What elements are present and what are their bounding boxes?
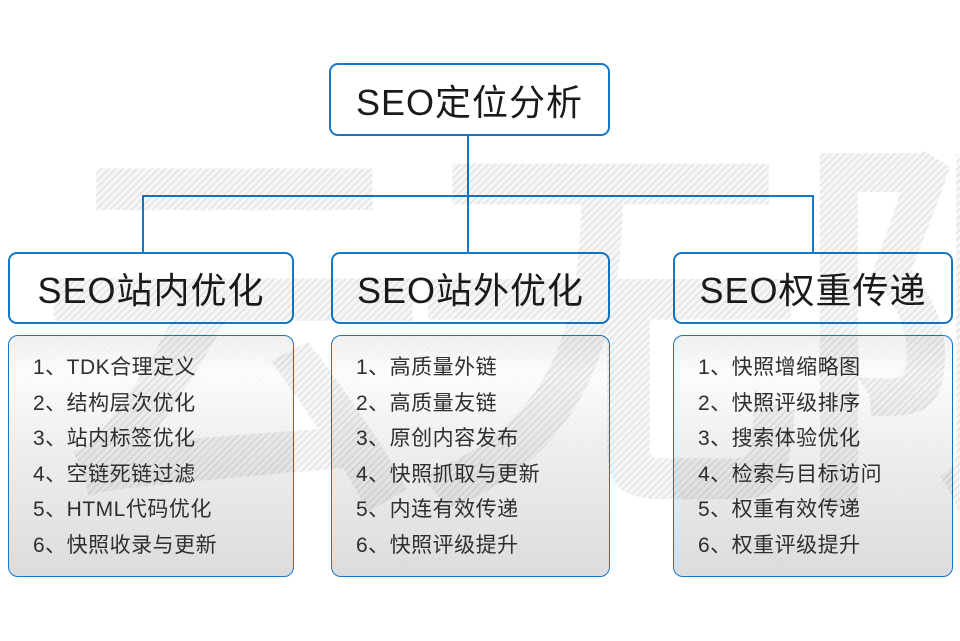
list-item: 4、快照抓取与更新 — [356, 462, 541, 486]
list-item: 2、快照评级排序 — [698, 391, 861, 415]
branch-node-weight-transfer: SEO权重传递 — [673, 252, 953, 324]
list-item: 3、搜索体验优化 — [698, 427, 861, 450]
root-node-label: SEO定位分析 — [355, 81, 584, 123]
connector-branch1-drop-line — [142, 195, 144, 254]
list-item: 1、TDK合理定义 — [33, 356, 197, 379]
list-item: 1、快照增缩略图 — [698, 356, 861, 379]
list-item: 4、检索与目标访问 — [698, 462, 883, 486]
branch-node-onsite-optimization: SEO站内优化 — [8, 252, 294, 324]
list-item: 5、HTML代码优化 — [33, 498, 212, 521]
root-node-seo-positioning: SEO定位分析 — [329, 63, 610, 136]
list-item: 3、原创内容发布 — [356, 427, 519, 450]
branch-list-onsite-optimization: 1、TDK合理定义 2、结构层次优化 3、站内标签优化 4、空链死链过滤 5、H… — [8, 335, 294, 577]
list-item: 2、结构层次优化 — [33, 391, 196, 415]
branch-node-label: SEO站内优化 — [37, 270, 265, 311]
list-item: 6、权重评级提升 — [698, 533, 861, 557]
branch-node-label: SEO权重传递 — [699, 270, 927, 311]
connector-root-vertical-line — [467, 135, 469, 197]
branch-list-offsite-optimization: 1、高质量外链 2、高质量友链 3、原创内容发布 4、快照抓取与更新 5、内连有… — [331, 335, 610, 577]
list-item: 1、高质量外链 — [356, 356, 498, 379]
connector-horizontal-line — [142, 195, 814, 197]
connector-branch3-drop-line — [812, 195, 814, 254]
list-item: 2、高质量友链 — [356, 391, 498, 415]
list-item: 5、内连有效传递 — [356, 498, 519, 521]
connector-branch2-drop-line — [467, 195, 469, 254]
list-item: 4、空链死链过滤 — [33, 462, 196, 486]
branch-list-weight-transfer: 1、快照增缩略图 2、快照评级排序 3、搜索体验优化 4、检索与目标访问 5、权… — [673, 335, 953, 577]
list-item: 5、权重有效传递 — [698, 498, 861, 521]
list-item: 3、站内标签优化 — [33, 427, 196, 450]
list-item: 6、快照收录与更新 — [33, 533, 218, 557]
branch-node-label: SEO站外优化 — [356, 270, 585, 311]
list-item: 6、快照评级提升 — [356, 533, 519, 557]
branch-node-offsite-optimization: SEO站外优化 — [331, 252, 610, 324]
